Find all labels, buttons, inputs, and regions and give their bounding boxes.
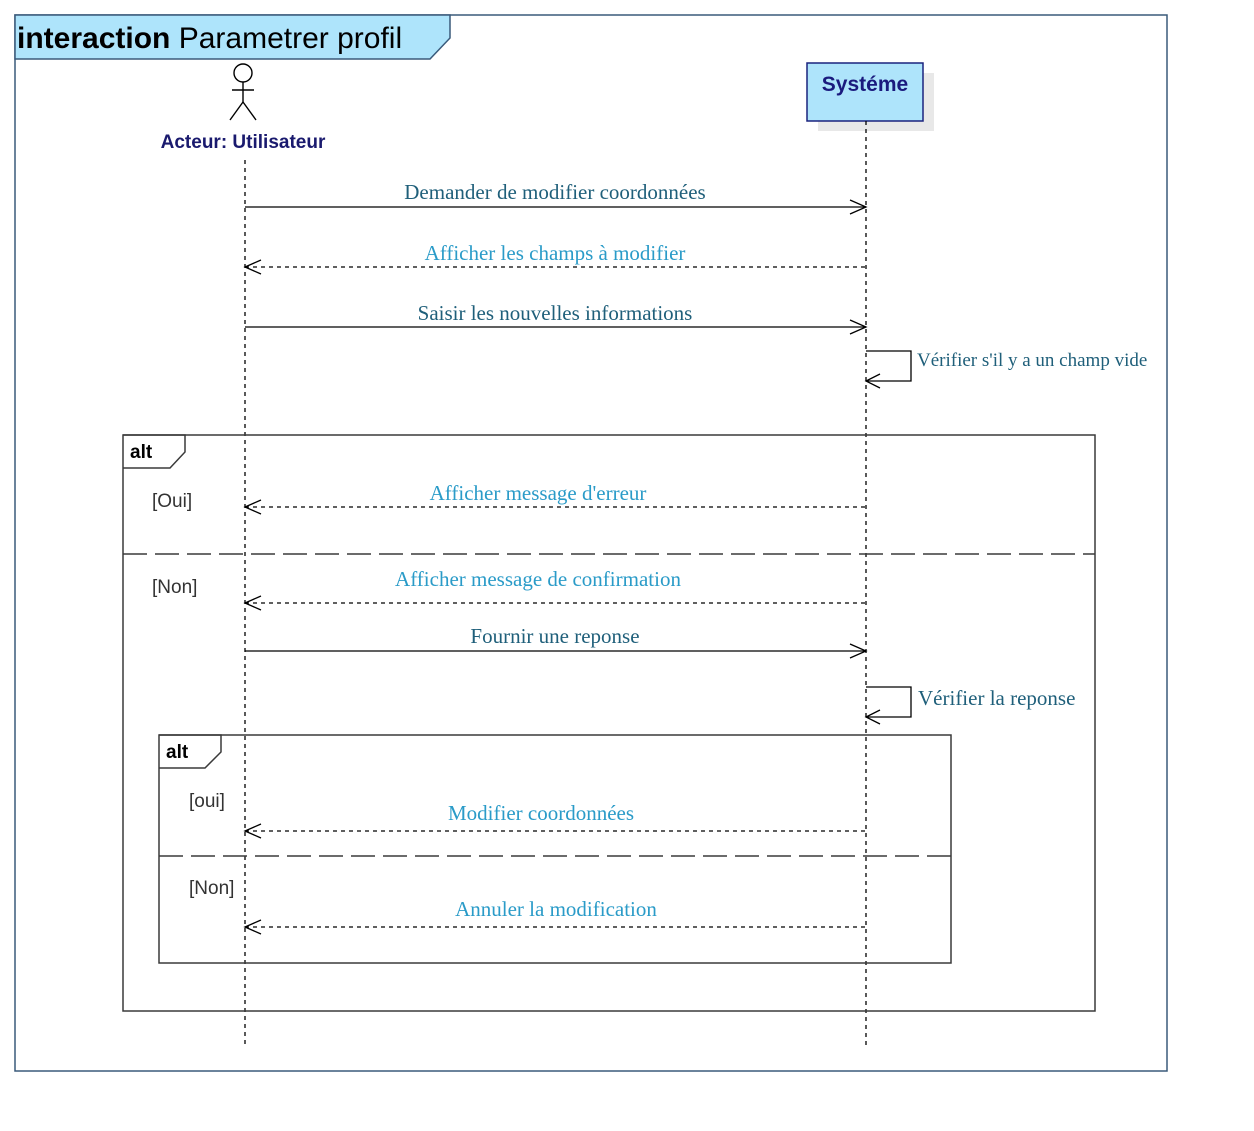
message-m9 (243, 823, 866, 839)
message-m6-label: Afficher message de confirmation (395, 567, 681, 591)
system-label: Systéme (822, 73, 908, 96)
message-m8-label: Vérifier la reponse (918, 686, 1075, 710)
message-m4-label: Vérifier s'il y a un champ vide (917, 350, 1147, 371)
interaction-title: interaction Parametrer profil (17, 22, 402, 55)
message-m3 (245, 319, 868, 335)
alt-fragment-inner (158, 734, 952, 964)
message-m2 (243, 259, 866, 275)
message-m5 (243, 499, 866, 515)
interaction-frame (14, 14, 1168, 1072)
message-m9-label: Modifier coordonnées (448, 801, 634, 825)
message-m5-label: Afficher message d'erreur (430, 481, 647, 505)
message-m10 (243, 919, 866, 935)
message-m3-label: Saisir les nouvelles informations (418, 301, 693, 325)
message-m8 (864, 686, 912, 725)
message-m7-label: Fournir une reponse (470, 624, 639, 648)
message-m2-label: Afficher les champs à modifier (425, 241, 686, 265)
interaction-name: Parametrer profil (179, 22, 402, 55)
message-m1 (245, 199, 868, 215)
alt-outer-guard-1: [Oui] (152, 491, 192, 512)
system-box (806, 62, 924, 122)
interaction-keyword: interaction (17, 22, 170, 55)
interaction-title-tab (14, 14, 451, 60)
message-m6 (243, 595, 866, 611)
alt-fragment-inner-operator: alt (166, 742, 189, 763)
alt-fragment-outer-operator: alt (130, 442, 153, 463)
message-m10-label: Annuler la modification (455, 897, 657, 921)
alt-fragment-outer-tab (123, 434, 186, 469)
message-m7 (245, 643, 868, 659)
actor-label: Acteur: Utilisateur (161, 132, 326, 153)
message-m1-label: Demander de modifier coordonnées (404, 180, 705, 204)
message-m4 (864, 350, 912, 389)
alt-fragment-outer (122, 434, 1096, 1012)
stick-figure-icon (229, 63, 257, 121)
alt-inner-guard-2: [Non] (189, 878, 234, 899)
alt-outer-guard-2: [Non] (152, 577, 197, 598)
alt-inner-guard-1: [oui] (189, 791, 225, 812)
alt-fragment-inner-tab (159, 734, 222, 769)
